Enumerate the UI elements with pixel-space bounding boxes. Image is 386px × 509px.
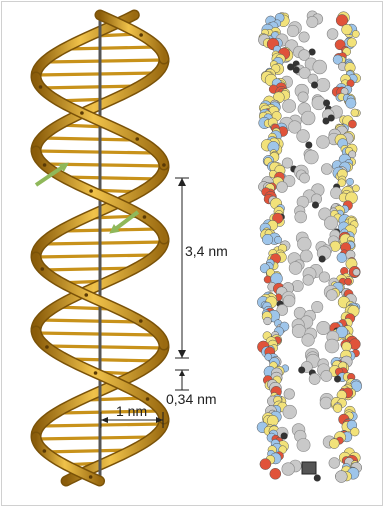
core-atom	[289, 262, 302, 275]
dark-atom	[323, 100, 330, 107]
dark-atom	[323, 118, 330, 125]
dark-atom	[314, 475, 321, 482]
strand-dot	[162, 163, 166, 167]
strand-dot	[135, 137, 139, 141]
width-label: 1 nm	[116, 403, 147, 419]
strand-dot	[139, 319, 143, 323]
core-atom	[325, 339, 339, 353]
core-atom	[329, 458, 340, 469]
strand-dot	[80, 111, 84, 115]
base-pair-rung	[36, 255, 155, 257]
backbone-atom	[352, 30, 359, 37]
dark-atom	[311, 82, 318, 89]
dark-atom	[298, 367, 305, 374]
strand-dot	[43, 163, 47, 167]
backbone-atom	[342, 24, 353, 35]
core-atom	[326, 290, 337, 301]
core-atom	[297, 237, 311, 251]
strand-dot	[146, 397, 150, 401]
dark-atom	[319, 256, 326, 263]
strand-dot	[143, 215, 147, 219]
base-pair-rung	[46, 346, 164, 348]
strand-dot	[39, 85, 43, 89]
strand-dot	[89, 189, 93, 193]
core-atom	[319, 272, 330, 283]
core-atom	[316, 136, 329, 149]
base-pair-rung	[66, 47, 157, 49]
base-pair-rung	[36, 333, 157, 335]
space-filling-model	[257, 11, 362, 483]
core-atom	[324, 216, 337, 229]
backbone-atom	[264, 317, 272, 325]
core-atom	[302, 334, 315, 347]
pitch-dimension	[175, 178, 189, 358]
backbone-atom	[264, 276, 271, 283]
backbone-atom	[262, 234, 273, 245]
backbone-atom	[270, 468, 281, 479]
backbone-atom	[346, 98, 356, 108]
core-atom	[327, 29, 338, 40]
core-atom	[297, 438, 310, 451]
backbone-atom	[347, 178, 354, 185]
pitch-label: 3,4 nm	[185, 243, 228, 259]
core-atom	[316, 78, 329, 91]
core-atom	[307, 16, 318, 27]
core-atom	[299, 32, 309, 42]
base-pair-rung	[36, 437, 153, 439]
rise-dimension	[175, 370, 189, 390]
backbone-atom	[329, 439, 339, 449]
core-atom	[287, 25, 299, 37]
backbone-atom	[335, 471, 347, 483]
core-atom	[277, 182, 288, 193]
core-atom	[317, 321, 330, 334]
core-atom	[304, 150, 318, 164]
base-pair-rung	[36, 73, 157, 75]
strand-dot	[89, 475, 93, 479]
core-atom	[282, 99, 295, 112]
strand-dot	[84, 293, 88, 297]
strand-dot	[94, 371, 98, 375]
base-pair-rung	[42, 424, 164, 426]
backbone-atom	[337, 253, 347, 263]
strand-dot	[43, 449, 47, 453]
core-atom	[295, 211, 307, 223]
backbone-atom	[351, 428, 360, 437]
dark-atom	[312, 202, 319, 209]
core-atom	[321, 164, 332, 175]
backbone-atom	[353, 269, 360, 276]
backbone-atom	[345, 278, 352, 285]
core-atom	[283, 405, 297, 419]
backbone-atom	[351, 109, 359, 117]
end-cap	[302, 462, 316, 474]
dark-atom	[305, 142, 312, 149]
base-pair-rung	[44, 242, 164, 244]
strand-dot	[45, 345, 49, 349]
base-pair-rung	[42, 138, 136, 140]
backbone-atom	[274, 236, 281, 243]
core-atom	[301, 111, 315, 125]
backbone-atom	[348, 120, 356, 128]
base-pair-rung	[46, 60, 164, 62]
backbone-atom	[333, 404, 342, 413]
core-atom	[309, 373, 320, 384]
strand-dot	[40, 267, 44, 271]
core-atom	[300, 173, 310, 183]
rise-label: 0,34 nm	[166, 391, 217, 407]
strand-dot	[139, 33, 143, 37]
backbone-atom	[347, 38, 356, 47]
base-pair-rung	[36, 151, 155, 153]
core-atom	[303, 275, 314, 286]
base-pair-rung	[40, 320, 139, 322]
core-atom	[298, 92, 308, 102]
core-atom	[321, 370, 332, 381]
core-atom	[297, 130, 310, 143]
core-atom	[282, 463, 295, 476]
core-atom	[313, 60, 327, 74]
core-atom	[320, 397, 332, 409]
backbone-atom	[260, 459, 271, 470]
core-atom	[284, 389, 295, 400]
dark-atom	[334, 376, 341, 383]
core-atom	[300, 250, 312, 262]
